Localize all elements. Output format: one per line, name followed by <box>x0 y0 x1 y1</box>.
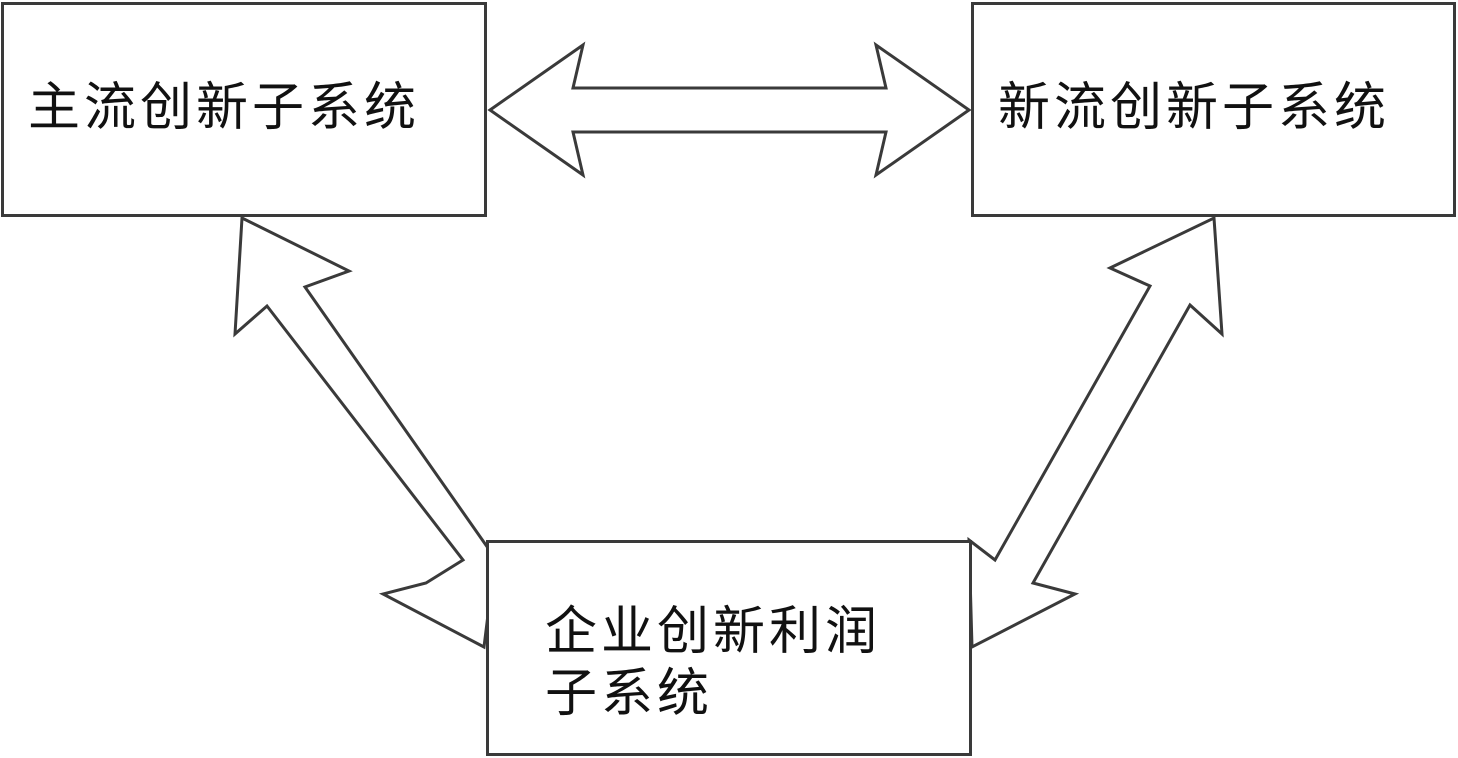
enterprise-profit-label-line2: 子系统 <box>545 664 714 724</box>
mainstream-innovation-box: 主流创新子系统 <box>1 2 487 217</box>
mainstream-innovation-label: 主流创新子系统 <box>28 78 421 138</box>
enterprise-profit-label: 企业创新利润 子系统 <box>545 601 945 725</box>
newstream-innovation-box: 新流创新子系统 <box>971 2 1456 217</box>
enterprise-profit-label-line1: 企业创新利润 <box>545 602 882 662</box>
arrow-mainstream-profit <box>233 215 497 650</box>
arrow-mainstream-newstream <box>487 41 972 179</box>
arrow-newstream-profit <box>967 215 1224 650</box>
newstream-innovation-label: 新流创新子系统 <box>998 78 1391 138</box>
enterprise-profit-box: 企业创新利润 子系统 <box>486 540 972 756</box>
